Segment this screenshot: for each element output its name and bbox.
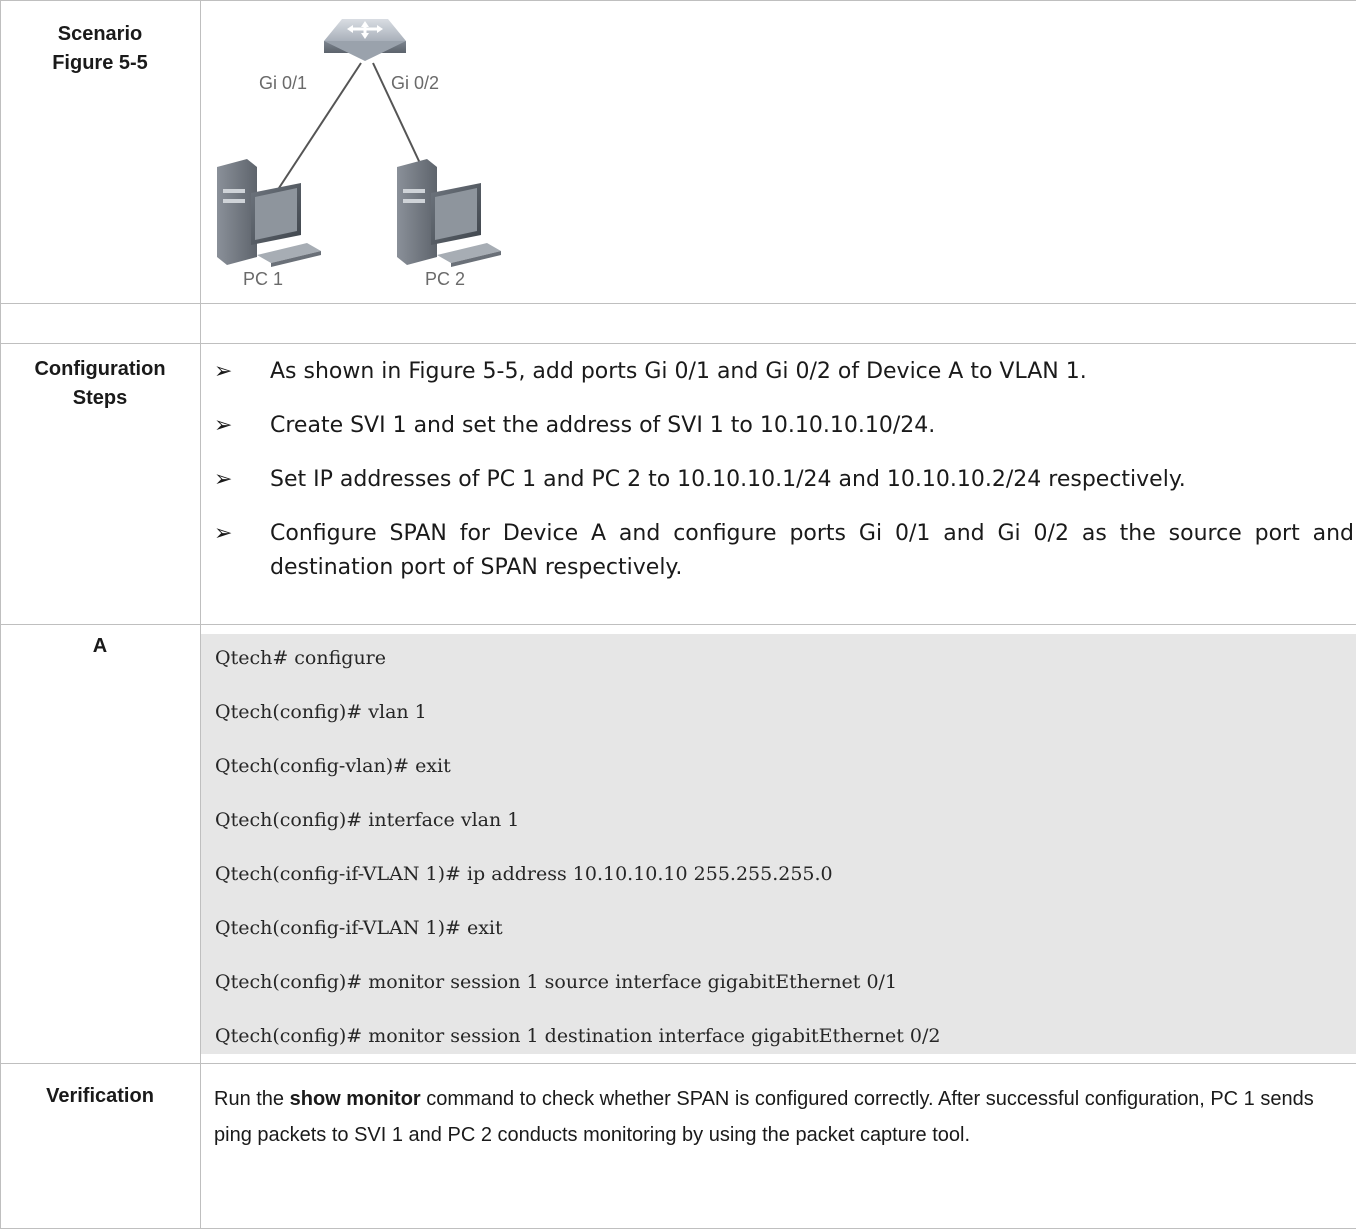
step-text: Configure SPAN for Device A and configur… <box>270 521 1354 580</box>
row-divider <box>0 624 1356 625</box>
verification-text: Run the show monitor command to check wh… <box>214 1081 1349 1153</box>
link-gi01 <box>276 62 362 192</box>
scenario-label: Scenario Figure 5-5 <box>0 20 200 78</box>
step-item: ➢ Set IP addresses of PC 1 and PC 2 to 1… <box>214 463 1354 497</box>
code-line: Qtech(config)# monitor session 1 destina… <box>215 1025 941 1047</box>
device-label: A <box>92 635 108 657</box>
verification-label: Verification <box>46 1085 154 1107</box>
pc2-label: PC 2 <box>425 269 465 289</box>
step-text: Set IP addresses of PC 1 and PC 2 to 10.… <box>270 467 1186 492</box>
step-item: ➢ Configure SPAN for Device A and config… <box>214 517 1354 585</box>
config-label-line2: Steps <box>72 387 128 409</box>
code-line: Qtech(config)# monitor session 1 source … <box>215 971 898 993</box>
step-item: ➢ As shown in Figure 5-5, add ports Gi 0… <box>214 355 1354 389</box>
bullet-arrow-icon: ➢ <box>214 467 233 492</box>
switch-icon <box>324 19 406 61</box>
code-line: Qtech(config-if-VLAN 1)# ip address 10.1… <box>215 863 833 885</box>
step-item: ➢ Create SVI 1 and set the address of SV… <box>214 409 1354 443</box>
verification-suffix: command to check whether SPAN is configu… <box>214 1088 1314 1146</box>
configuration-steps-label: Configuration Steps <box>0 355 200 413</box>
configuration-steps-list: ➢ As shown in Figure 5-5, add ports Gi 0… <box>214 355 1354 585</box>
step-text: As shown in Figure 5-5, add ports Gi 0/1… <box>270 359 1087 384</box>
cli-code-block: Qtech# configure Qtech(config)# vlan 1 Q… <box>201 634 1356 1054</box>
topology-figure: Gi 0/1 Gi 0/2 <box>201 1 1356 303</box>
code-line: Qtech# configure <box>215 647 387 669</box>
pc2-icon <box>397 159 501 267</box>
config-label-line1: Configuration <box>34 358 166 380</box>
port-label-gi02: Gi 0/2 <box>391 73 439 93</box>
bullet-arrow-icon: ➢ <box>214 359 233 384</box>
column-divider <box>200 0 201 1229</box>
step-text: Create SVI 1 and set the address of SVI … <box>270 413 936 438</box>
row-divider <box>0 1063 1356 1064</box>
scenario-label-line2: Figure 5-5 <box>52 52 148 74</box>
bullet-arrow-icon: ➢ <box>214 413 233 438</box>
port-label-gi01: Gi 0/1 <box>259 73 307 93</box>
pc1-label: PC 1 <box>243 269 283 289</box>
bullet-arrow-icon: ➢ <box>214 521 233 546</box>
pc1-icon <box>217 159 321 267</box>
table-border-top <box>0 0 1356 1</box>
scenario-label-line1: Scenario <box>57 23 143 45</box>
code-line: Qtech(config-if-VLAN 1)# exit <box>215 917 503 939</box>
code-line: Qtech(config)# vlan 1 <box>215 701 427 723</box>
topology-diagram: Gi 0/1 Gi 0/2 <box>217 19 501 289</box>
table-border-left <box>0 0 1 1229</box>
verification-prefix: Run the <box>214 1088 290 1110</box>
code-line: Qtech(config-vlan)# exit <box>215 755 451 777</box>
row-divider <box>0 303 1356 304</box>
command-name: show monitor <box>289 1088 421 1110</box>
row-divider <box>0 343 1356 344</box>
code-line: Qtech(config)# interface vlan 1 <box>215 809 520 831</box>
